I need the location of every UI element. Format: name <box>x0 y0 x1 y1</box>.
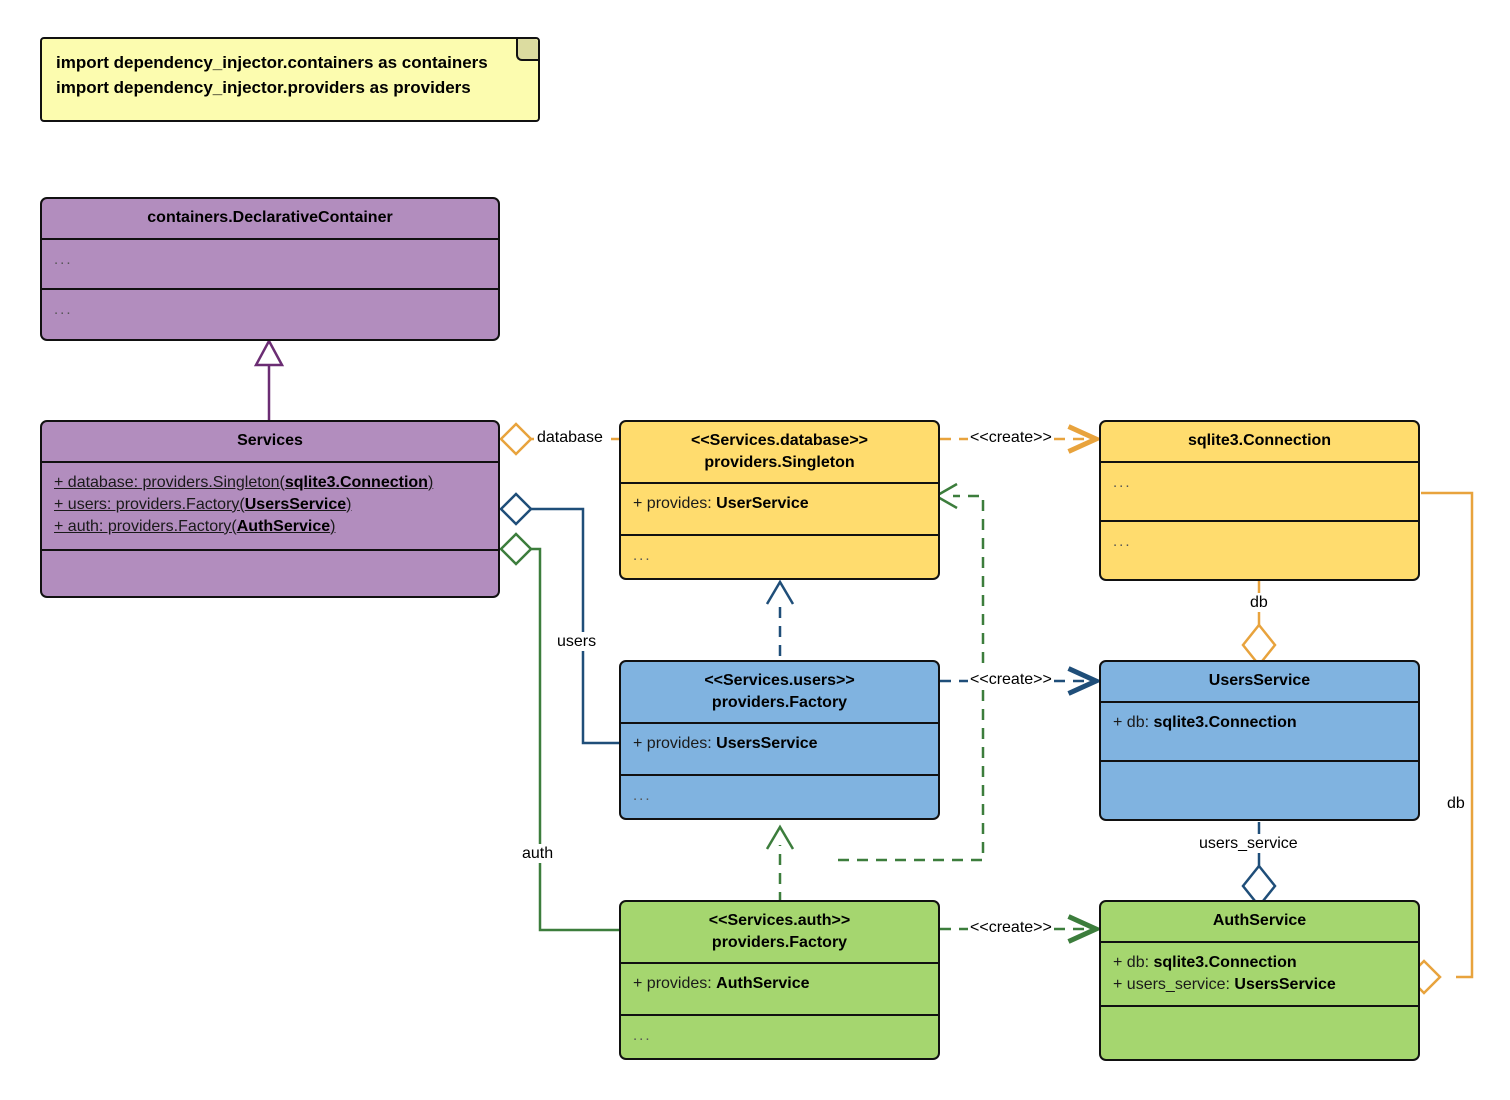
methods-placeholder: ... <box>633 787 652 805</box>
class-usersservice[interactable]: UsersService + db: sqlite3.Connection <box>1099 660 1420 821</box>
classname-providers-factory-users: providers.Factory <box>711 693 848 711</box>
attribute-users-service: + users_service: UsersService <box>1113 974 1406 996</box>
edge-label-database: database <box>534 428 606 448</box>
edge-label-create-users: <<create>> <box>968 671 1054 689</box>
methods-compartment-declarativecontainer: ... <box>42 287 498 338</box>
attribute-provides-value: AuthService <box>716 975 810 993</box>
methods-placeholder: ... <box>1113 532 1132 550</box>
note-imports: import dependency_injector.containers as… <box>40 37 540 122</box>
class-services-auth-factory[interactable]: <<Services.auth>> providers.Factory + pr… <box>619 900 940 1060</box>
attributes-placeholder: ... <box>1113 473 1132 491</box>
attributes-compartment-services-users: + provides: UsersService <box>621 724 938 774</box>
edge-label-users-service: users_service <box>1196 834 1301 854</box>
class-services-database-singleton[interactable]: <<Services.database>> providers.Singleto… <box>619 420 940 580</box>
attributes-compartment-services: + database: providers.Singleton(sqlite3.… <box>42 463 498 549</box>
attribute-db-type: sqlite3.Connection <box>1153 713 1297 731</box>
attribute-provides-prefix: + provides: <box>633 495 717 513</box>
methods-placeholder: ... <box>633 547 652 565</box>
class-services[interactable]: Services + database: providers.Singleton… <box>40 420 500 598</box>
attribute-provides: + provides: UserService <box>633 493 926 515</box>
note-line-1: import dependency_injector.containers as… <box>56 53 488 72</box>
class-authservice[interactable]: AuthService + db: sqlite3.Connection + u… <box>1099 900 1420 1061</box>
attribute-database-prefix: + database: providers.Singleton( <box>54 473 285 491</box>
class-title-usersservice: UsersService <box>1101 662 1418 703</box>
class-title-services-database: <<Services.database>> providers.Singleto… <box>621 422 938 485</box>
class-title-declarativecontainer: containers.DeclarativeContainer <box>42 199 498 240</box>
edge-inheritance-services-declarativecontainer <box>253 338 285 420</box>
attribute-auth-tail: ) <box>330 517 336 535</box>
methods-compartment-services <box>42 548 498 591</box>
attribute-users-service-type: UsersService <box>1234 975 1336 993</box>
edge-services-auth <box>499 532 619 932</box>
attribute-users-prefix: + users: providers.Factory( <box>54 495 245 513</box>
methods-compartment-usersservice <box>1101 759 1418 817</box>
attribute-auth-type: AuthService <box>236 517 331 535</box>
class-title-sqlite3-connection: sqlite3.Connection <box>1101 422 1418 463</box>
attribute-auth-prefix: + auth: providers.Factory( <box>54 517 237 535</box>
attribute-users-service-prefix: + users_service: <box>1113 975 1235 993</box>
methods-compartment-services-auth: ... <box>621 1014 938 1058</box>
class-services-users-factory[interactable]: <<Services.users>> providers.Factory + p… <box>619 660 940 820</box>
attribute-provides: + provides: AuthService <box>633 973 926 995</box>
attribute-database-tail: ) <box>427 473 434 491</box>
attribute-users: + users: providers.Factory(UsersService) <box>54 494 486 516</box>
stereotype-services-auth: <<Services.auth>> <box>708 912 851 929</box>
attribute-database-type: sqlite3.Connection <box>284 473 428 491</box>
stereotype-services-users: <<Services.users>> <box>704 672 855 689</box>
attribute-db-prefix: + db: <box>1113 713 1154 731</box>
attribute-provides-prefix: + provides: <box>633 735 717 753</box>
attribute-provides-value: UsersService <box>716 735 818 753</box>
attributes-compartment-services-database: + provides: UserService <box>621 484 938 534</box>
note-line-2: import dependency_injector.providers as … <box>56 77 471 97</box>
attribute-provides-value: UserService <box>716 495 809 513</box>
attributes-compartment-authservice: + db: sqlite3.Connection + users_service… <box>1101 943 1418 1005</box>
edge-label-db-usersservice: db <box>1247 593 1271 613</box>
attributes-compartment-sqlite3-connection: ... <box>1101 463 1418 520</box>
attribute-db: + db: sqlite3.Connection <box>1113 712 1406 734</box>
stereotype-services-database: <<Services.database>> <box>690 432 869 449</box>
attribute-users-tail: ) <box>346 495 352 513</box>
edge-label-create-database: <<create>> <box>968 429 1054 447</box>
class-title-services-users: <<Services.users>> providers.Factory <box>621 662 938 725</box>
class-title-authservice: AuthService <box>1101 902 1418 943</box>
edge-dependency-auth-users <box>765 824 795 903</box>
edge-label-create-auth: <<create>> <box>968 919 1054 937</box>
attribute-db: + db: sqlite3.Connection <box>1113 952 1406 974</box>
note-fold-corner <box>516 39 538 61</box>
edge-label-auth: auth <box>519 844 557 864</box>
attribute-auth: + auth: providers.Factory(AuthService) <box>54 516 486 538</box>
class-containers-declarativecontainer[interactable]: containers.DeclarativeContainer ... ... <box>40 197 500 341</box>
attribute-provides-prefix: + provides: <box>633 975 717 993</box>
methods-compartment-authservice <box>1101 1004 1418 1057</box>
class-title-services: Services <box>42 422 498 463</box>
attribute-database: + database: providers.Singleton(sqlite3.… <box>54 472 486 494</box>
attribute-db-prefix: + db: <box>1113 953 1154 971</box>
classname-providers-singleton: providers.Singleton <box>704 453 855 471</box>
methods-compartment-services-users: ... <box>621 774 938 818</box>
attribute-db-type: sqlite3.Connection <box>1153 953 1297 971</box>
methods-placeholder: ... <box>54 300 73 318</box>
edge-dependency-users-database <box>765 579 795 656</box>
methods-placeholder: ... <box>633 1027 652 1045</box>
attribute-users-type: UsersService <box>244 495 347 513</box>
methods-compartment-services-database: ... <box>621 534 938 578</box>
edge-label-db-authservice: db <box>1444 794 1468 814</box>
edge-label-users: users <box>554 632 600 652</box>
attributes-compartment-declarativecontainer: ... <box>42 240 498 288</box>
attribute-provides: + provides: UsersService <box>633 733 926 755</box>
edge-services-users <box>499 492 619 745</box>
class-title-services-auth: <<Services.auth>> providers.Factory <box>621 902 938 965</box>
attributes-placeholder: ... <box>54 250 73 268</box>
classname-providers-factory-auth: providers.Factory <box>711 933 848 951</box>
class-sqlite3-connection[interactable]: sqlite3.Connection ... ... <box>1099 420 1420 581</box>
methods-compartment-sqlite3-connection: ... <box>1101 519 1418 577</box>
attributes-compartment-usersservice: + db: sqlite3.Connection <box>1101 703 1418 760</box>
attributes-compartment-services-auth: + provides: AuthService <box>621 964 938 1014</box>
